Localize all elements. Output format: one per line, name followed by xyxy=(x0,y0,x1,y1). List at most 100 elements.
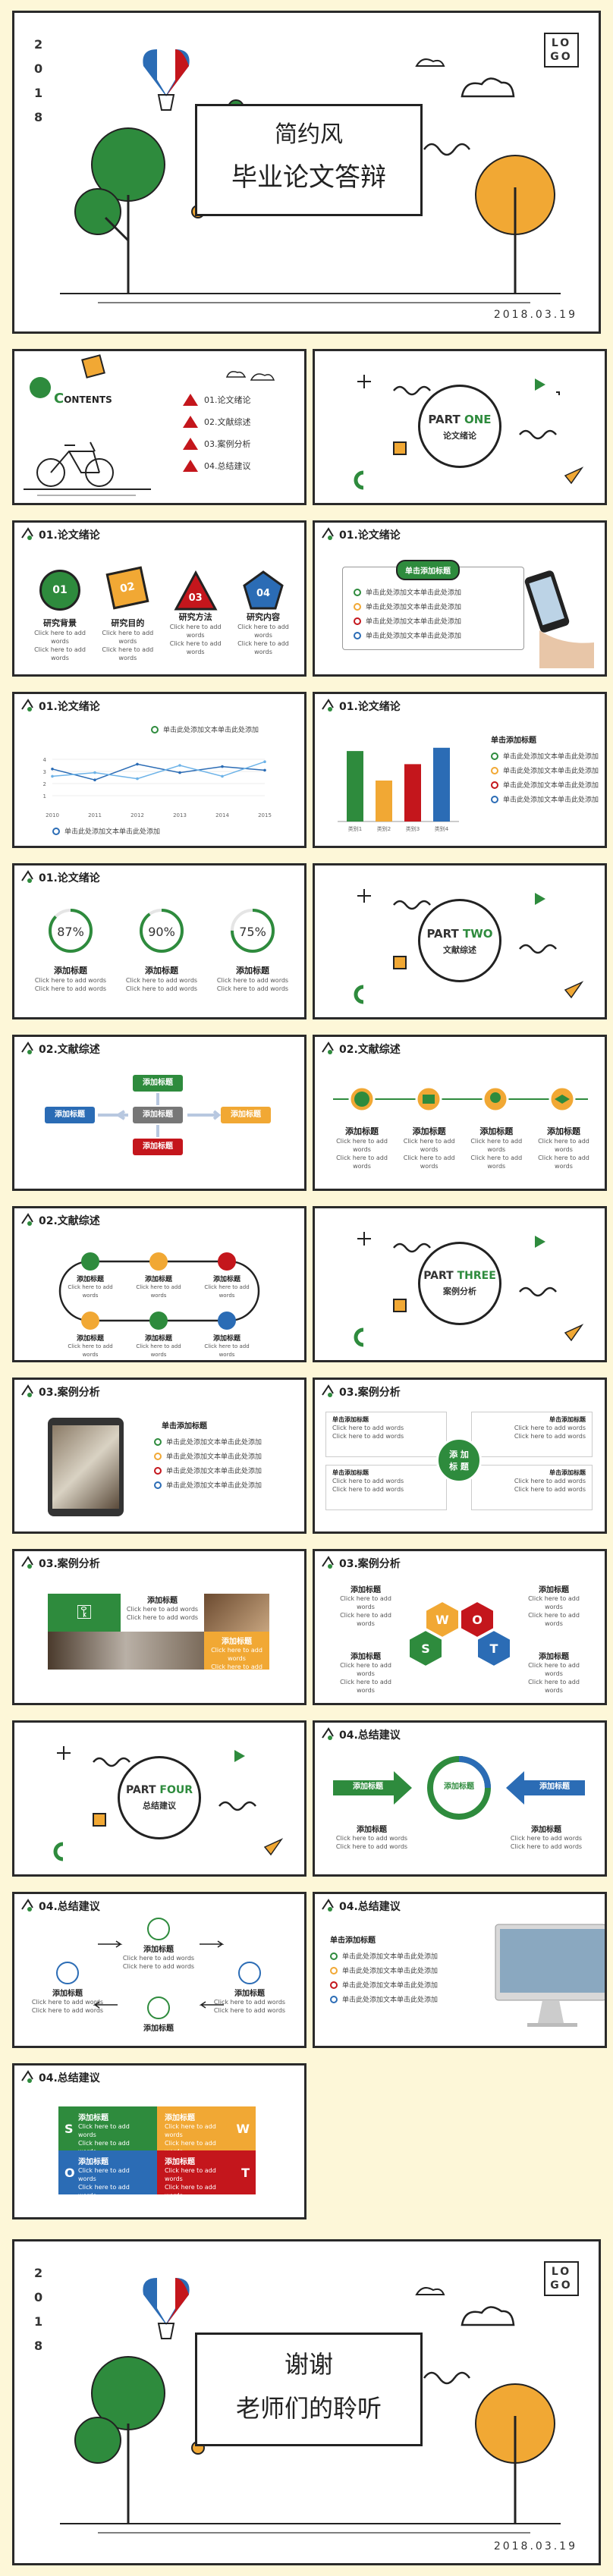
tablet-slide[interactable]: 03.案例分析 单击添加标题 单击此处添加文本单击此处添加 单击此处添加文本单击… xyxy=(12,1378,306,1534)
part-circle: PART TWO 文献综述 xyxy=(418,899,501,982)
year-vertical: 2 0 1 8 xyxy=(34,37,43,124)
flow-box-top[interactable]: 添加标题 xyxy=(133,1075,183,1092)
percent-slide[interactable]: 01.论文绪论 87% 添加标题 Click here to add words… xyxy=(12,863,306,1019)
section-tag-icon xyxy=(21,699,33,712)
bar xyxy=(433,747,450,821)
section-title: 02.文献综述 xyxy=(39,1215,100,1227)
thanks-illustration xyxy=(60,2278,561,2534)
section-title: 01.论文绪论 xyxy=(39,701,100,713)
graduation-cap-icon xyxy=(555,1095,570,1104)
bullet-item: 单击此处添加文本单击此处添加 xyxy=(354,616,523,626)
section-title: 03.案例分析 xyxy=(339,1558,401,1570)
book-icon xyxy=(147,1996,170,2019)
flow-box-center[interactable]: 添加标题 xyxy=(133,1107,183,1123)
data-point xyxy=(93,778,96,781)
monitor-slide[interactable]: 04.总结建议 单击添加标题 单击此处添加文本单击此处添加 单击此处添加文本单击… xyxy=(313,1892,607,2048)
section-tag-icon xyxy=(21,1384,33,1397)
flow-diagram-slide[interactable]: 02.文献综述 添加标题 添加标题 添加标题 添加标题 添加标题 xyxy=(12,1035,306,1191)
part-circle: PART FOUR 总结建议 xyxy=(118,1756,201,1839)
cover-slide[interactable]: 2 0 1 8 LOGO 简约风 毕业论文答辩 xyxy=(12,11,601,334)
photo-tile xyxy=(204,1594,269,1632)
section-title: 04.总结建议 xyxy=(39,2072,100,2084)
section-title: 03.案例分析 xyxy=(39,1558,100,1570)
flow-box-right[interactable]: 添加标题 xyxy=(221,1107,271,1123)
swot-hex-t: T xyxy=(476,1629,511,1668)
flow-arrows xyxy=(98,1093,222,1137)
quadrant-center[interactable]: 添 加 标 题 xyxy=(436,1437,482,1483)
y-tick-label: 4 xyxy=(43,757,47,763)
thanks-slide[interactable]: 2 0 1 8 LOGO 谢谢 老师们的聆听 2018.03.1 xyxy=(12,2239,601,2565)
part-circle: PART THREE 案例分析 xyxy=(418,1242,501,1325)
phone-in-hand-icon xyxy=(524,570,594,668)
contents-item[interactable]: 02.文献综述 xyxy=(183,416,251,428)
thanks-date: 2018.03.19 xyxy=(493,2540,577,2552)
bullet-card: 单击添加标题 单击此处添加文本单击此处添加 单击此处添加文本单击此处添加 单击此… xyxy=(342,560,524,650)
section-tag-icon xyxy=(322,1384,334,1397)
flow-box-left[interactable]: 添加标题 xyxy=(45,1107,95,1123)
data-point xyxy=(178,771,181,774)
intro-phone-slide[interactable]: 01.论文绪论 单击添加标题 单击此处添加文本单击此处添加 单击此处添加文本单击… xyxy=(313,520,607,677)
lock-icon xyxy=(218,1312,236,1330)
contents-item[interactable]: 03.案例分析 xyxy=(183,438,251,450)
part-two-slide[interactable]: PART TWO 文献综述 xyxy=(313,863,607,1019)
bullet-item: 单击此处添加文本单击此处添加 xyxy=(354,630,523,640)
lightbulb-icon xyxy=(490,1092,501,1103)
triangle-icon xyxy=(183,460,198,472)
swot-hex-s: S xyxy=(408,1629,443,1668)
x-tick-label: 2015 xyxy=(258,812,272,818)
data-point xyxy=(136,777,139,781)
swot-hex-w: W xyxy=(425,1600,460,1639)
data-point xyxy=(263,760,266,763)
bar-category-label: 类别4 xyxy=(435,825,449,832)
bar xyxy=(376,781,392,821)
thanks-title-box: 谢谢 老师们的聆听 xyxy=(195,2333,423,2446)
section-title: 02.文献综述 xyxy=(339,1044,401,1056)
part-four-slide[interactable]: PART FOUR 总结建议 xyxy=(12,1720,306,1877)
pencil-icon xyxy=(238,1962,261,1984)
section-title: 04.总结建议 xyxy=(339,1729,401,1742)
contents-item[interactable]: 04.总结建议 xyxy=(183,460,251,472)
flow-box-bottom[interactable]: 添加标题 xyxy=(133,1139,183,1155)
cloud-icon xyxy=(415,2287,445,2295)
clock-icon xyxy=(354,1092,369,1107)
cloud-icon xyxy=(250,373,275,381)
section-tag-icon xyxy=(21,1041,33,1054)
contents-slide[interactable]: CONTENTS 01.论文绪论 02.文献综述 03.案例分析 04.总结建议 xyxy=(12,349,306,505)
arrow-right-shape xyxy=(333,1771,412,1805)
contents-item[interactable]: 01.论文绪论 xyxy=(183,394,251,406)
triangle-icon xyxy=(183,438,198,450)
x-tick-label: 2011 xyxy=(88,812,102,818)
section-tag-icon xyxy=(322,1727,334,1740)
x-tick-label: 2013 xyxy=(173,812,187,818)
part-one-slide[interactable]: PART ONE 论文绪论 xyxy=(313,349,607,505)
section-title: 01.论文绪论 xyxy=(339,701,401,713)
contents-heading: CONTENTS xyxy=(54,391,112,407)
part-three-slide[interactable]: PART THREE 案例分析 xyxy=(313,1206,607,1362)
